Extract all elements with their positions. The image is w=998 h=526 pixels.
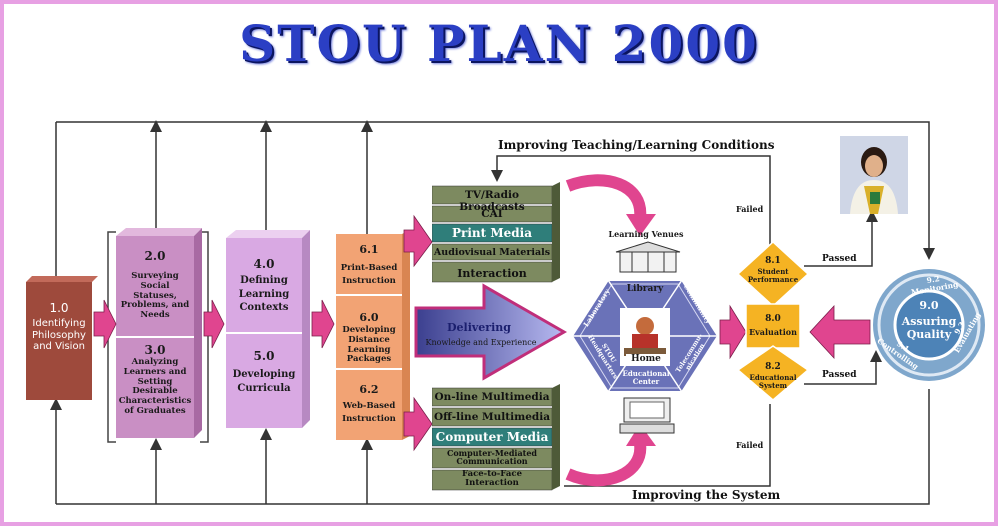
connector-lines (50, 120, 935, 505)
eval-8-0-label: Evaluation (749, 327, 797, 337)
computer-media-stack (432, 384, 560, 491)
stack-item-tv-radio: TV/Radio Broadcasts (459, 189, 525, 213)
box-6-0-label: Developing Distance Learning Packages (342, 325, 396, 365)
box-6-1-number: 6.1 (359, 243, 379, 256)
box-2-3-shape (116, 228, 202, 438)
box-6-2-label: Web-Based Instruction (342, 401, 396, 424)
stack-item-offline-multimedia: Off-line Multimedia (433, 411, 551, 423)
arrow-6-to-computer (403, 396, 433, 452)
evaluation-diamonds (738, 242, 808, 401)
box-6-2-number: 6.2 (359, 383, 379, 396)
eval-8-0-number: 8.0 (765, 314, 781, 324)
stack-item-computer-media: Computer Media (435, 430, 549, 444)
quality-label: Assuring Quality (901, 315, 957, 341)
arrow-quality-to-eval (809, 304, 871, 360)
box-3-number: 3.0 (144, 343, 166, 357)
box-2-label: Surveying Social Statuses, Problems, and… (120, 271, 190, 321)
arrow-4-to-6 (311, 299, 335, 349)
box-3-label: Analyzing Learners and Setting Desirable… (118, 357, 192, 416)
eval-8-1-label: Student Performance (747, 267, 799, 285)
box-1-number: 1.0 (49, 301, 69, 315)
quality-circle (873, 269, 985, 381)
box-5-number: 5.0 (253, 349, 275, 363)
graduate-photo (840, 136, 908, 214)
box-2-number: 2.0 (144, 249, 166, 263)
venue-library: Library (626, 284, 664, 294)
eval-8-2-number: 8.2 (765, 362, 781, 372)
print-media-stack (432, 182, 560, 283)
stack-item-cmc: Computer-Mediated Communication (446, 448, 538, 466)
stack-item-cai: CAI (481, 208, 503, 220)
feedback-top-label: Improving Teaching/Learning Conditions (498, 138, 775, 152)
flow-arrows (93, 174, 871, 487)
box-6-0-number: 6.0 (359, 311, 379, 324)
arrow-1-to-2 (93, 299, 117, 349)
passed-top-label: Passed (822, 254, 857, 264)
venue-educational-center: Educational Center (622, 369, 670, 387)
arrow-2-to-4 (203, 299, 225, 349)
stack-item-print-media: Print Media (452, 226, 532, 240)
failed-bottom-label: Failed (736, 440, 764, 450)
computer-icon (619, 397, 675, 434)
box-4-number: 4.0 (253, 257, 275, 271)
stack-item-interaction: Interaction (457, 267, 527, 280)
failed-top-label: Failed (736, 204, 764, 214)
arrow-6-to-print (403, 214, 433, 268)
box-6-1-label: Print-Based Instruction (340, 263, 398, 286)
stack-item-online-multimedia: On-line Multimedia (434, 391, 550, 403)
delivering-subtitle: Knowledge and Experience (425, 338, 537, 347)
eval-8-2-label: Educational System (749, 373, 797, 391)
box-5-label: Developing Curricula (232, 369, 296, 394)
stack-item-face-to-face: Face-to-Face Interaction (462, 469, 522, 488)
eval-8-1-number: 8.1 (765, 256, 781, 266)
box-6-shape (336, 230, 410, 440)
venue-home: Home (626, 354, 666, 365)
box-1-shape (26, 276, 98, 400)
arrow-venues-to-eval (719, 304, 747, 360)
feedback-bottom-label: Improving the System (632, 488, 781, 502)
passed-bottom-label: Passed (822, 370, 857, 380)
box-4-label: Defining Learning Contexts (238, 275, 290, 313)
delivering-arrow (414, 283, 568, 381)
box-1-label: Identifying Philosophy and Vision (32, 318, 86, 352)
page-title: STOU PLAN 2000 (239, 14, 759, 73)
learning-venues-label: Learning Venues (608, 229, 684, 239)
stack-item-audiovisual: Audiovisual Materials (433, 247, 551, 258)
quality-number: 9.0 (919, 299, 939, 312)
library-building-icon (615, 241, 681, 273)
box-4-5-shape (226, 230, 310, 428)
delivering-title: Delivering (447, 321, 511, 334)
